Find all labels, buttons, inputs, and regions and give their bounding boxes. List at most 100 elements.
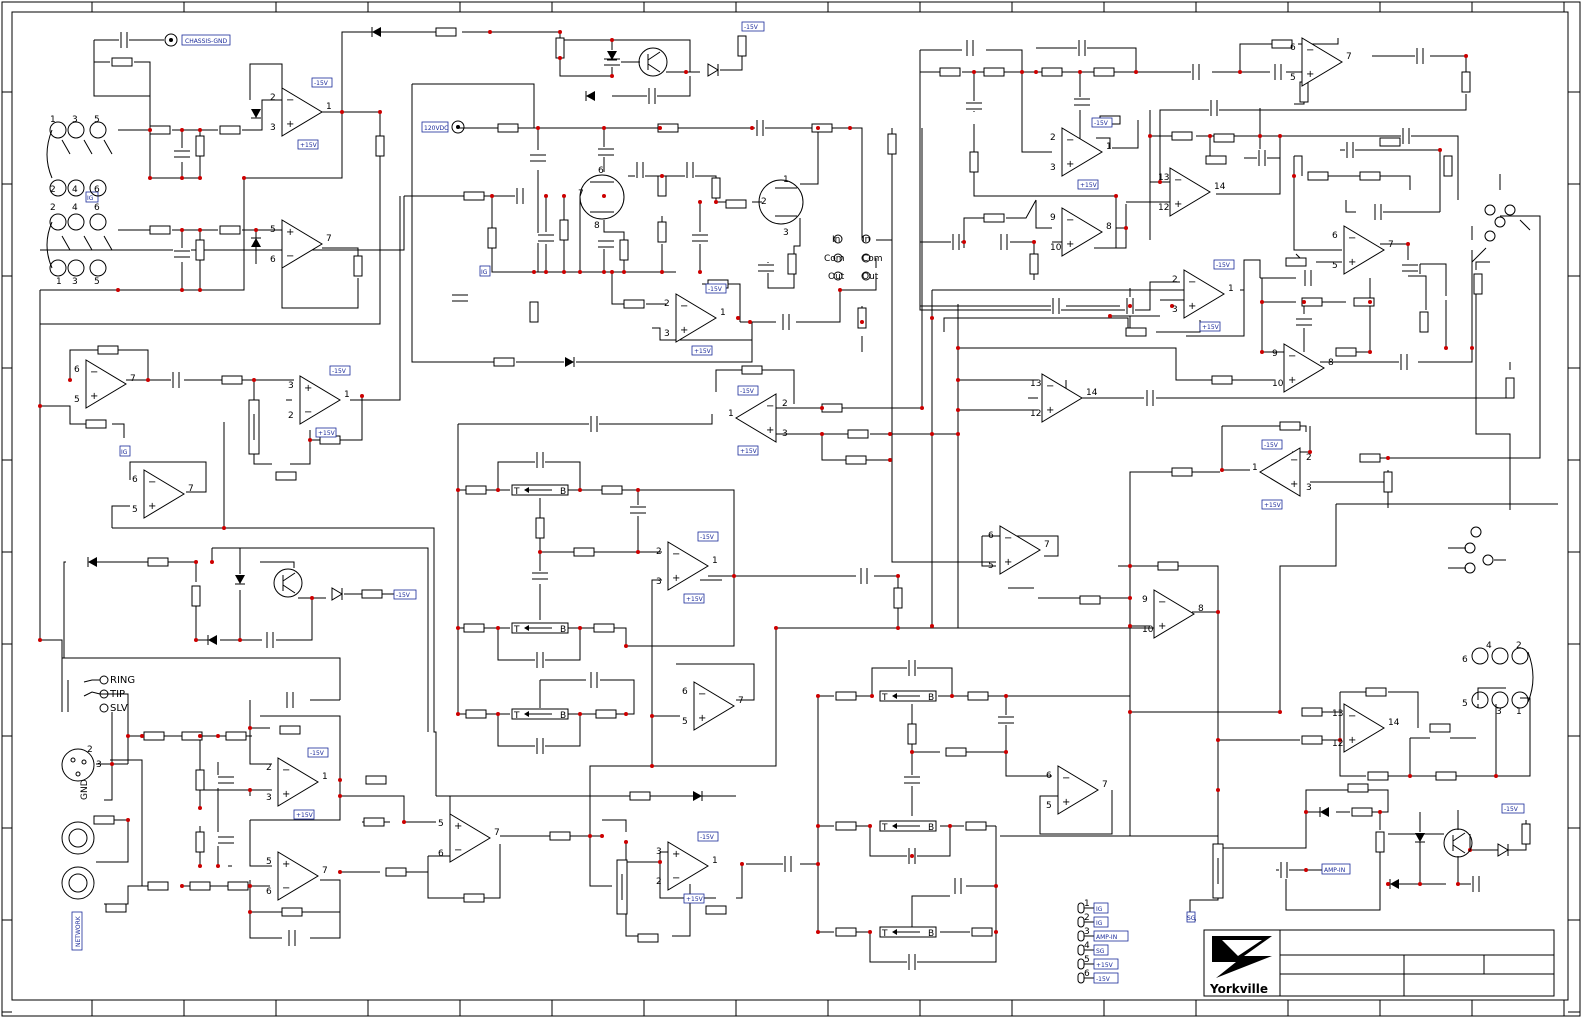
op-amp: −+657 bbox=[1332, 225, 1394, 275]
svg-text:7: 7 bbox=[130, 374, 136, 384]
svg-text:−: − bbox=[1188, 277, 1196, 288]
svg-text:+15V: +15V bbox=[1264, 502, 1282, 509]
svg-text:+15V: +15V bbox=[300, 142, 318, 149]
chassis-gnd-terminal: CHASSIS-GND bbox=[164, 33, 231, 47]
svg-text:6: 6 bbox=[94, 203, 100, 213]
instrument-jack: RING TIP SLV bbox=[61, 675, 135, 714]
vacuum-tube-v1: 7 6 8 bbox=[578, 166, 625, 231]
ig-tag-2: IG bbox=[119, 445, 131, 457]
svg-text:7: 7 bbox=[322, 866, 328, 876]
svg-text:−: − bbox=[148, 477, 156, 488]
svg-text:1: 1 bbox=[1084, 899, 1090, 909]
svg-text:3: 3 bbox=[270, 123, 276, 133]
svg-text:3: 3 bbox=[266, 793, 272, 803]
svg-text:+: + bbox=[698, 713, 706, 724]
svg-text:8: 8 bbox=[1198, 604, 1204, 614]
op-amp: −+231 bbox=[656, 541, 718, 591]
svg-text:-15V: -15V bbox=[700, 534, 715, 541]
svg-text:+: + bbox=[672, 849, 680, 860]
svg-text:IG: IG bbox=[1096, 920, 1103, 927]
svg-text:−: − bbox=[1066, 135, 1074, 146]
svg-text:-15V: -15V bbox=[1504, 806, 1519, 813]
svg-text:6: 6 bbox=[74, 365, 80, 375]
svg-text:+15V: +15V bbox=[686, 896, 704, 903]
svg-text:9: 9 bbox=[1272, 349, 1278, 359]
svg-text:7: 7 bbox=[1044, 540, 1050, 550]
svg-text:−: − bbox=[1290, 455, 1298, 466]
svg-text:1: 1 bbox=[1252, 463, 1258, 473]
svg-text:7: 7 bbox=[494, 828, 500, 838]
svg-text:−: − bbox=[1348, 711, 1356, 722]
svg-text:+: + bbox=[1306, 69, 1314, 80]
tube-pin-3: 3 bbox=[783, 228, 789, 238]
svg-text:6: 6 bbox=[1332, 231, 1338, 241]
svg-text:10: 10 bbox=[1272, 379, 1284, 389]
svg-text:7: 7 bbox=[326, 234, 332, 244]
svg-text:Out: Out bbox=[862, 272, 879, 282]
svg-text:−: − bbox=[672, 873, 680, 884]
svg-text:−: − bbox=[454, 845, 462, 856]
svg-text:6: 6 bbox=[1290, 43, 1296, 53]
svg-text:5: 5 bbox=[266, 857, 272, 867]
svg-text:+: + bbox=[672, 573, 680, 584]
brand-name: Yorkville bbox=[1209, 982, 1268, 996]
drawing-frame bbox=[11, 11, 1569, 1001]
svg-text:T: T bbox=[881, 823, 888, 833]
sg-tag: SG bbox=[1186, 911, 1196, 923]
svg-text:3: 3 bbox=[1172, 305, 1178, 315]
svg-text:+: + bbox=[1066, 239, 1074, 250]
svg-text:−: − bbox=[304, 407, 312, 418]
svg-text:+: + bbox=[282, 789, 290, 800]
svg-text:8: 8 bbox=[1106, 222, 1112, 232]
svg-text:6: 6 bbox=[270, 255, 276, 265]
svg-text:In: In bbox=[862, 235, 870, 245]
svg-text:+: + bbox=[1348, 257, 1356, 268]
svg-text:SG: SG bbox=[1187, 915, 1196, 922]
svg-text:+15V: +15V bbox=[686, 596, 704, 603]
svg-text:+: + bbox=[1158, 621, 1166, 632]
op-amp: −+231 bbox=[270, 87, 332, 137]
round-jack-1 bbox=[61, 821, 95, 855]
svg-text:-15V: -15V bbox=[1216, 262, 1231, 269]
tube-pin-1: 1 bbox=[783, 175, 789, 185]
svg-text:3: 3 bbox=[656, 577, 662, 587]
svg-text:+: + bbox=[1004, 557, 1012, 568]
tube-pin-2: 2 bbox=[761, 197, 767, 207]
svg-text:+: + bbox=[282, 859, 290, 870]
svg-text:1: 1 bbox=[326, 102, 332, 112]
svg-text:3: 3 bbox=[288, 381, 294, 391]
power-tags: -15V+15V-15V+15V-15V+15V-15V+15V-15V+15V… bbox=[293, 21, 1525, 904]
xlr-gnd-label: GND bbox=[80, 779, 90, 800]
round-jack-2 bbox=[61, 866, 95, 900]
svg-text:+: + bbox=[1066, 159, 1074, 170]
op-amp: −+657 bbox=[1046, 765, 1108, 815]
op-amp: −+657 bbox=[132, 469, 194, 519]
svg-text:+15V: +15V bbox=[318, 430, 336, 437]
svg-text:5: 5 bbox=[94, 115, 100, 125]
ig-tag-3: IG bbox=[85, 191, 99, 203]
op-amp: +−567 bbox=[266, 851, 328, 901]
op-amp: −+123 bbox=[1252, 447, 1312, 497]
led-indicator-3-icon bbox=[1497, 843, 1509, 857]
svg-text:−: − bbox=[672, 549, 680, 560]
svg-text:6: 6 bbox=[1462, 655, 1468, 665]
svg-text:2: 2 bbox=[782, 399, 788, 409]
svg-text:−: − bbox=[1348, 233, 1356, 244]
svg-text:NETWORK: NETWORK bbox=[75, 915, 82, 947]
svg-text:+15V: +15V bbox=[296, 812, 314, 819]
svg-text:Com: Com bbox=[862, 254, 883, 264]
op-amp: −+231 bbox=[266, 757, 328, 807]
svg-text:-15V: -15V bbox=[700, 834, 715, 841]
svg-text:B: B bbox=[560, 487, 566, 497]
svg-text:−: − bbox=[282, 883, 290, 894]
svg-text:2: 2 bbox=[50, 203, 56, 213]
svg-text:2: 2 bbox=[1084, 913, 1090, 923]
svg-text:10: 10 bbox=[1142, 625, 1154, 635]
svg-text:5: 5 bbox=[270, 225, 276, 235]
svg-text:3: 3 bbox=[1084, 927, 1090, 937]
svg-text:+: + bbox=[454, 821, 462, 832]
